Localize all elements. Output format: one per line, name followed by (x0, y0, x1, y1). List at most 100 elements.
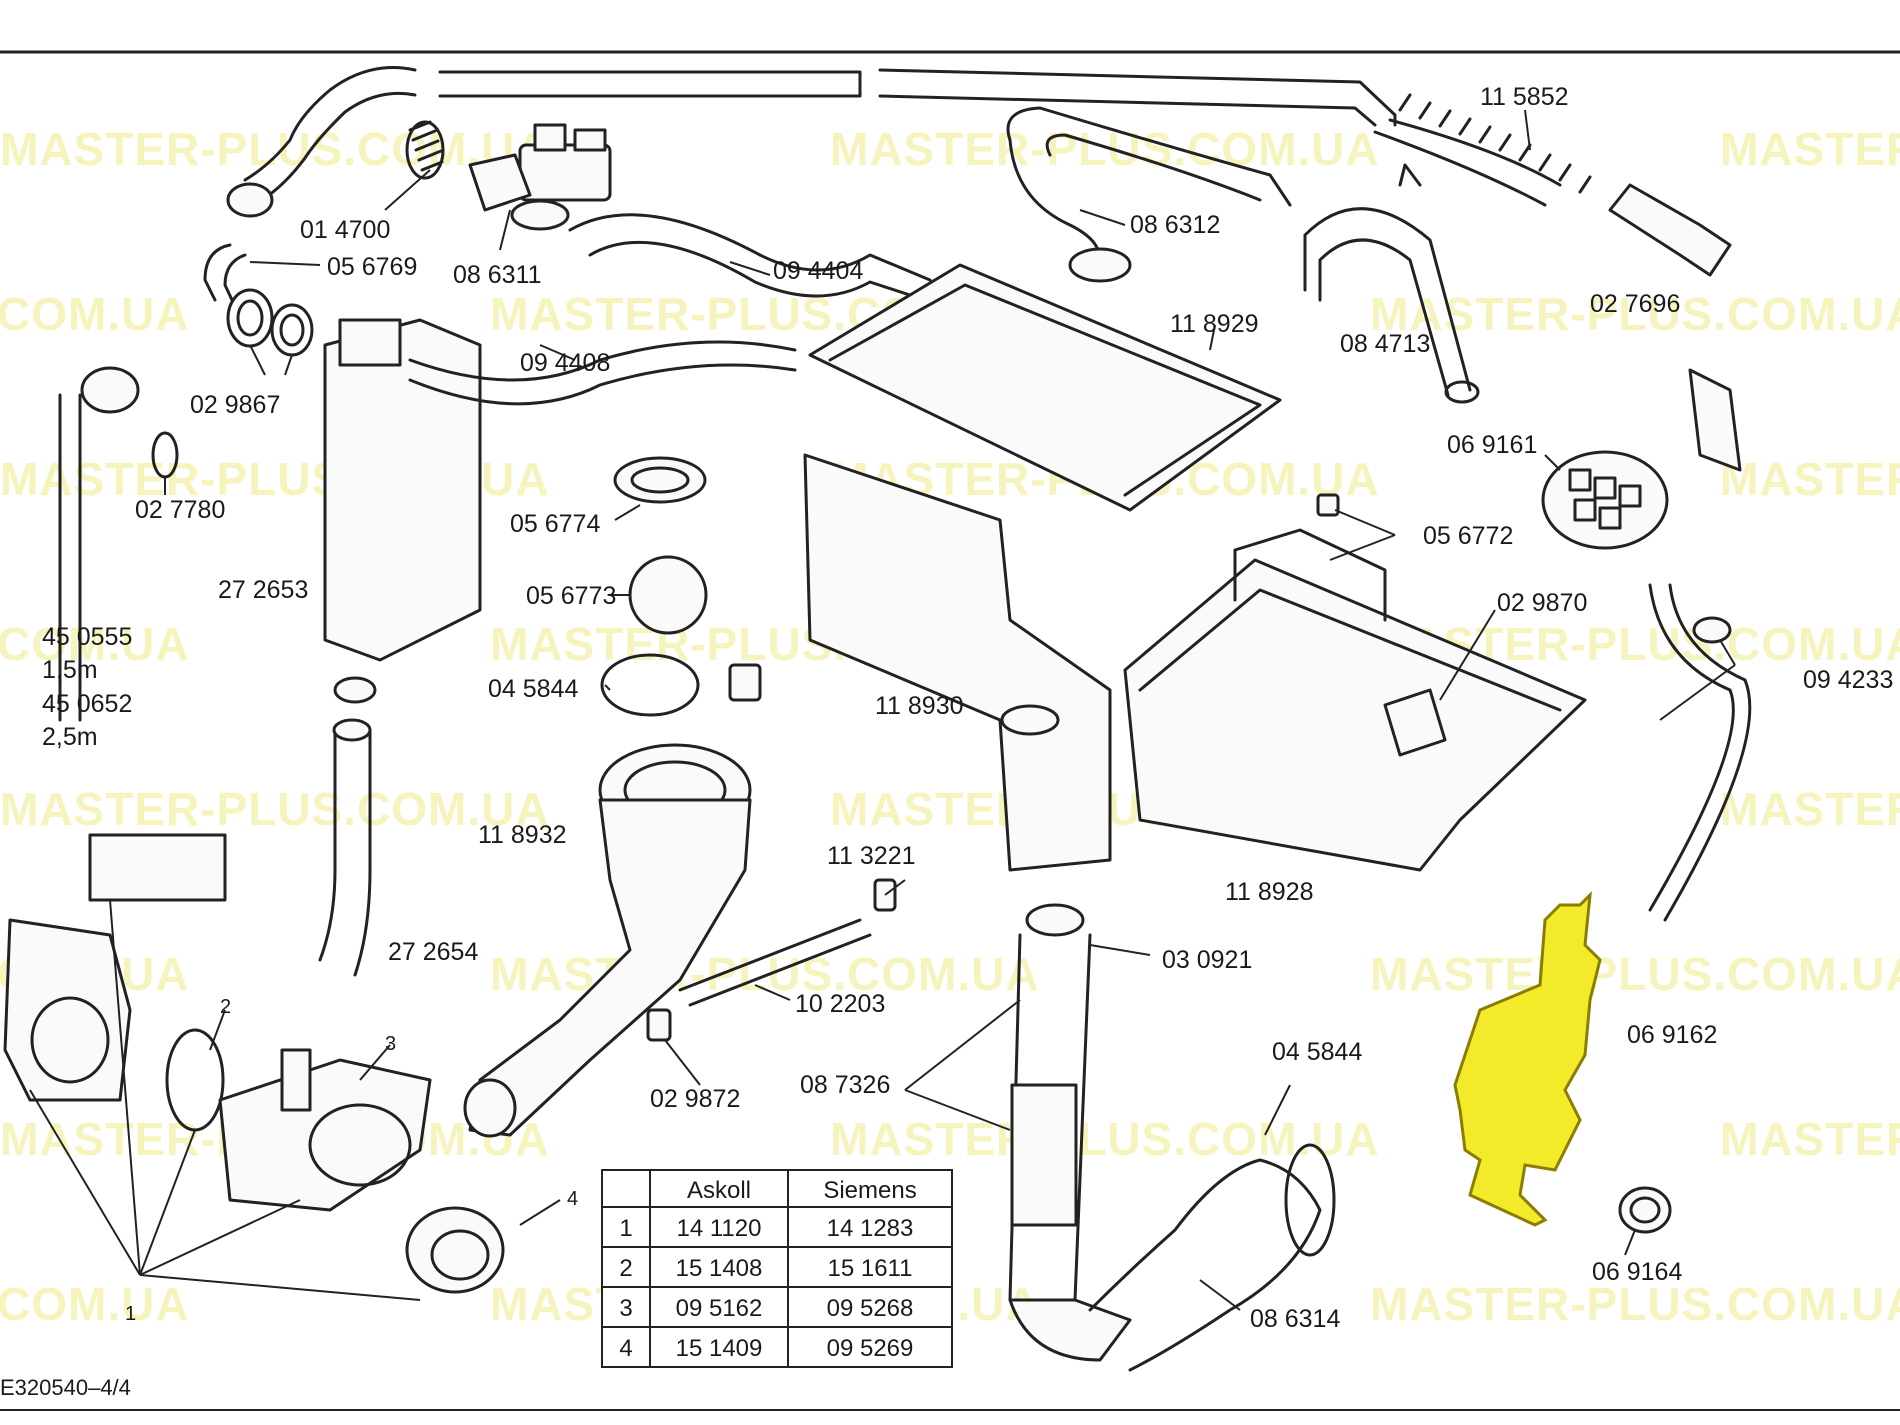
tray-118928-rim (1138, 588, 1562, 712)
corrugated-hose-edge (260, 91, 417, 202)
seal-056774-inner (630, 466, 690, 494)
elbow-056769 (203, 243, 247, 302)
hose-094404 (568, 213, 932, 282)
spring-014700 (405, 120, 445, 180)
label-272654: 27 2654 (388, 938, 478, 966)
ring-029867-a-inner (236, 299, 264, 337)
pump-motor (3, 918, 132, 1102)
label-086311: 08 6311 (453, 261, 542, 289)
hose-086312-edge (1045, 133, 1262, 202)
ring-029867-b (270, 303, 314, 357)
clip-084713-foot (1444, 380, 1480, 404)
pump-housing (218, 1058, 432, 1212)
table-cell: 2 (619, 1255, 632, 1282)
sump-118932 (463, 743, 752, 1138)
bracket (1688, 368, 1742, 472)
connector-069161 (1541, 450, 1669, 550)
leader-lines (164, 109, 1736, 1311)
table-cell: 14 1120 (677, 1215, 762, 1242)
label-272653: 27 2653 (218, 576, 308, 604)
watermark: MASTER-PLUS.COM.UA (830, 123, 1380, 175)
table-cell: 15 1408 (676, 1255, 763, 1282)
tray-118928-bridge (1233, 528, 1387, 622)
hose-086312 (1006, 106, 1292, 207)
seal-029870 (1383, 688, 1447, 757)
label-index-3: 3 (385, 1033, 396, 1055)
label-029872: 02 9872 (650, 1085, 740, 1113)
corrugated-hose (243, 66, 417, 182)
label-118928: 11 8928 (1225, 878, 1314, 906)
watermark: MASTER-PLUS.COM.UA (1720, 123, 1900, 175)
label-length-1: 1,5m (42, 656, 98, 684)
label-index-1: 1 (125, 1303, 136, 1325)
label-056773: 05 6773 (526, 582, 616, 610)
label-029870: 02 9870 (1497, 589, 1587, 617)
ring-029867-a (226, 288, 274, 348)
label-069161: 06 9161 (1447, 431, 1537, 459)
table-cell: 15 1611 (828, 1255, 913, 1282)
label-118929: 11 8929 (1170, 310, 1259, 338)
watermark: MASTER-PLUS.COM.UA (1720, 783, 1900, 835)
label-084713: 08 4713 (1340, 330, 1430, 358)
table-cell: 09 5268 (827, 1295, 914, 1322)
watermark: MASTER-PLUS.COM.UA (1720, 453, 1900, 505)
tube-094233 (1648, 583, 1735, 912)
hose-272654 (318, 728, 372, 977)
label-length-2: 2,5m (42, 723, 98, 751)
watermark: MASTER-PLUS.COM.UA (0, 1278, 190, 1330)
label-118932: 11 8932 (478, 821, 567, 849)
label-014700: 01 4700 (300, 216, 390, 244)
watermark: MASTER-PLUS.COM.UA (830, 1113, 1380, 1165)
ring-029867-b-inner (279, 313, 305, 347)
table-header-askoll: Askoll (687, 1177, 751, 1204)
watermark: MASTER-PLUS.COM.UA (0, 288, 190, 340)
label-450652: 45 0652 (42, 690, 132, 718)
watermark: MASTER-PLUS.COM.UA (0, 123, 550, 175)
label-087326: 08 7326 (800, 1071, 890, 1099)
watermark: MASTER-PLUS.COM.UA (0, 783, 550, 835)
part-labels: 01 4700 05 6769 08 6311 02 9867 09 4404 … (42, 83, 1893, 1333)
seal-056774 (613, 456, 707, 504)
table-header-siemens: Siemens (823, 1177, 916, 1204)
watermark: MASTER-PLUS.COM.UA (1720, 1113, 1900, 1165)
top-hose (438, 68, 1562, 207)
housing-spout (1000, 704, 1060, 736)
table-cell: 09 5269 (827, 1335, 914, 1362)
drawer-cover-inner (828, 283, 1262, 497)
drawer-cover-118929 (808, 263, 1282, 512)
ball-056773 (628, 555, 708, 635)
hose-end-027696 (1608, 183, 1732, 277)
label-056769: 05 6769 (327, 253, 417, 281)
tube-094233-cap (1692, 616, 1732, 644)
clamp-045844-screw (728, 663, 762, 702)
group-leader-lines (29, 899, 421, 1301)
pump-housing-tube (280, 1048, 312, 1112)
cap-069164-inner (1629, 1196, 1661, 1224)
pump-cover-bracket (88, 833, 227, 902)
tank-inlet (338, 318, 402, 367)
label-115852: 11 5852 (1480, 83, 1569, 111)
label-069164: 06 9164 (1592, 1258, 1682, 1286)
label-086312: 08 6312 (1130, 211, 1220, 239)
label-045844-b: 04 5844 (1272, 1038, 1362, 1066)
label-069162: 06 9162 (1627, 1021, 1717, 1049)
label-450555: 45 0555 (42, 623, 132, 651)
filter-cap (430, 1229, 490, 1281)
tank-272653 (323, 318, 482, 662)
table-cell: 4 (619, 1335, 632, 1362)
clip-084713 (1303, 163, 1472, 397)
pump-rotor (30, 996, 110, 1084)
cap-069164 (1618, 1186, 1672, 1234)
label-index-4: 4 (567, 1188, 578, 1210)
drain-hose-450555 (58, 393, 82, 722)
tank-outlet (333, 676, 377, 704)
label-094408: 09 4408 (520, 349, 610, 377)
hose-094408 (408, 340, 797, 382)
ring-027780 (151, 431, 179, 479)
hose-272654-top (332, 718, 372, 742)
housing-118930 (803, 453, 1112, 872)
figure-code: E320540–4/4 (0, 1375, 131, 1400)
valve-086311 (468, 123, 612, 231)
label-index-2: 2 (220, 996, 231, 1018)
